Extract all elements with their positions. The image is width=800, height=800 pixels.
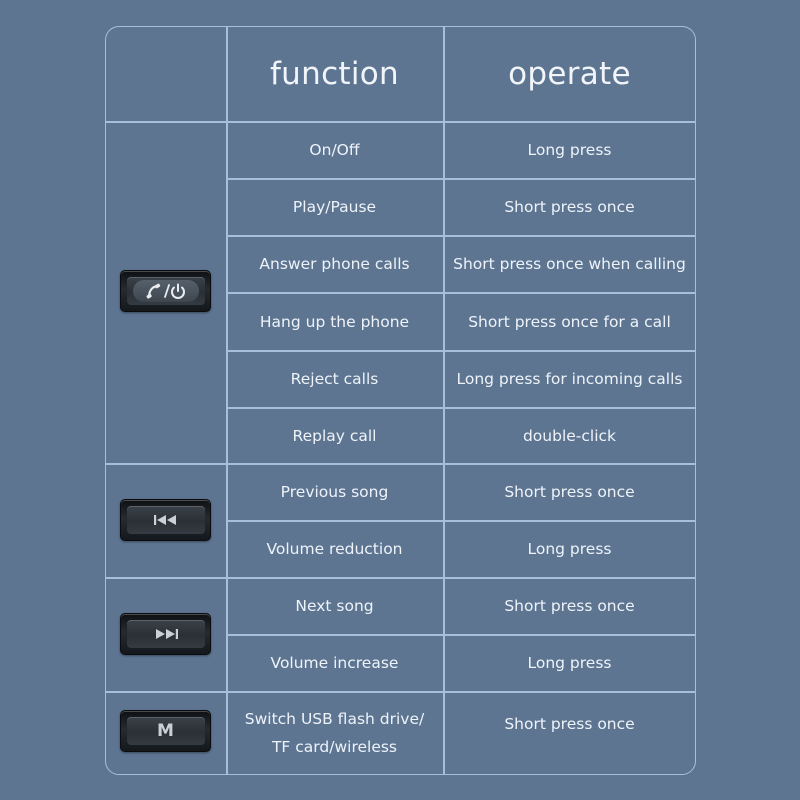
row-divider [226, 292, 696, 294]
function-header: function [269, 56, 400, 92]
column-divider [443, 26, 445, 775]
function-cell: Next song [295, 597, 374, 615]
operate-header: operate [508, 56, 631, 92]
operate-cell: Long press for incoming calls [456, 370, 683, 388]
phone-power-icon [143, 282, 189, 300]
mode-m-icon: M [157, 721, 174, 741]
function-cell: Volume increase [270, 654, 399, 672]
mode-button: M [120, 710, 211, 752]
operate-cell: Long press [527, 654, 612, 672]
operate-cell: Long press [527, 540, 612, 558]
column-divider [226, 26, 228, 775]
operate-cell: Short press once [504, 715, 635, 733]
function-cell: Volume reduction [266, 540, 403, 558]
function-cell: Play/Pause [292, 198, 377, 216]
row-divider [226, 520, 696, 522]
function-cell: Reject calls [290, 370, 379, 388]
operate-cell: Short press once when calling [453, 255, 686, 273]
row-divider [226, 634, 696, 636]
next-button [120, 613, 211, 655]
function-cell: Replay call [292, 426, 377, 445]
function-cell: On/Off [309, 141, 360, 159]
operate-cell: double-click [522, 426, 617, 445]
function-cell: Hang up the phone [259, 312, 410, 331]
phone-power-button [120, 270, 211, 312]
row-divider [226, 178, 696, 180]
operate-cell: Short press once [504, 198, 635, 216]
function-cell: Switch USB flash drive/ TF card/wireless [244, 710, 425, 756]
operate-cell: Short press once [504, 483, 635, 501]
row-divider [226, 235, 696, 237]
next-track-icon [153, 627, 179, 641]
group-divider [105, 577, 696, 579]
header-divider [105, 121, 696, 123]
function-cell: Previous song [280, 483, 389, 501]
row-divider [226, 407, 696, 409]
previous-track-icon [153, 513, 179, 527]
operate-cell: Short press once for a call [468, 312, 671, 331]
group-divider [105, 463, 696, 465]
operate-cell: Long press [527, 141, 612, 159]
previous-button [120, 499, 211, 541]
function-cell: Answer phone calls [259, 255, 410, 273]
row-divider [226, 350, 696, 352]
operate-cell: Short press once [504, 597, 635, 615]
group-divider [105, 691, 696, 693]
function-table [105, 26, 696, 775]
